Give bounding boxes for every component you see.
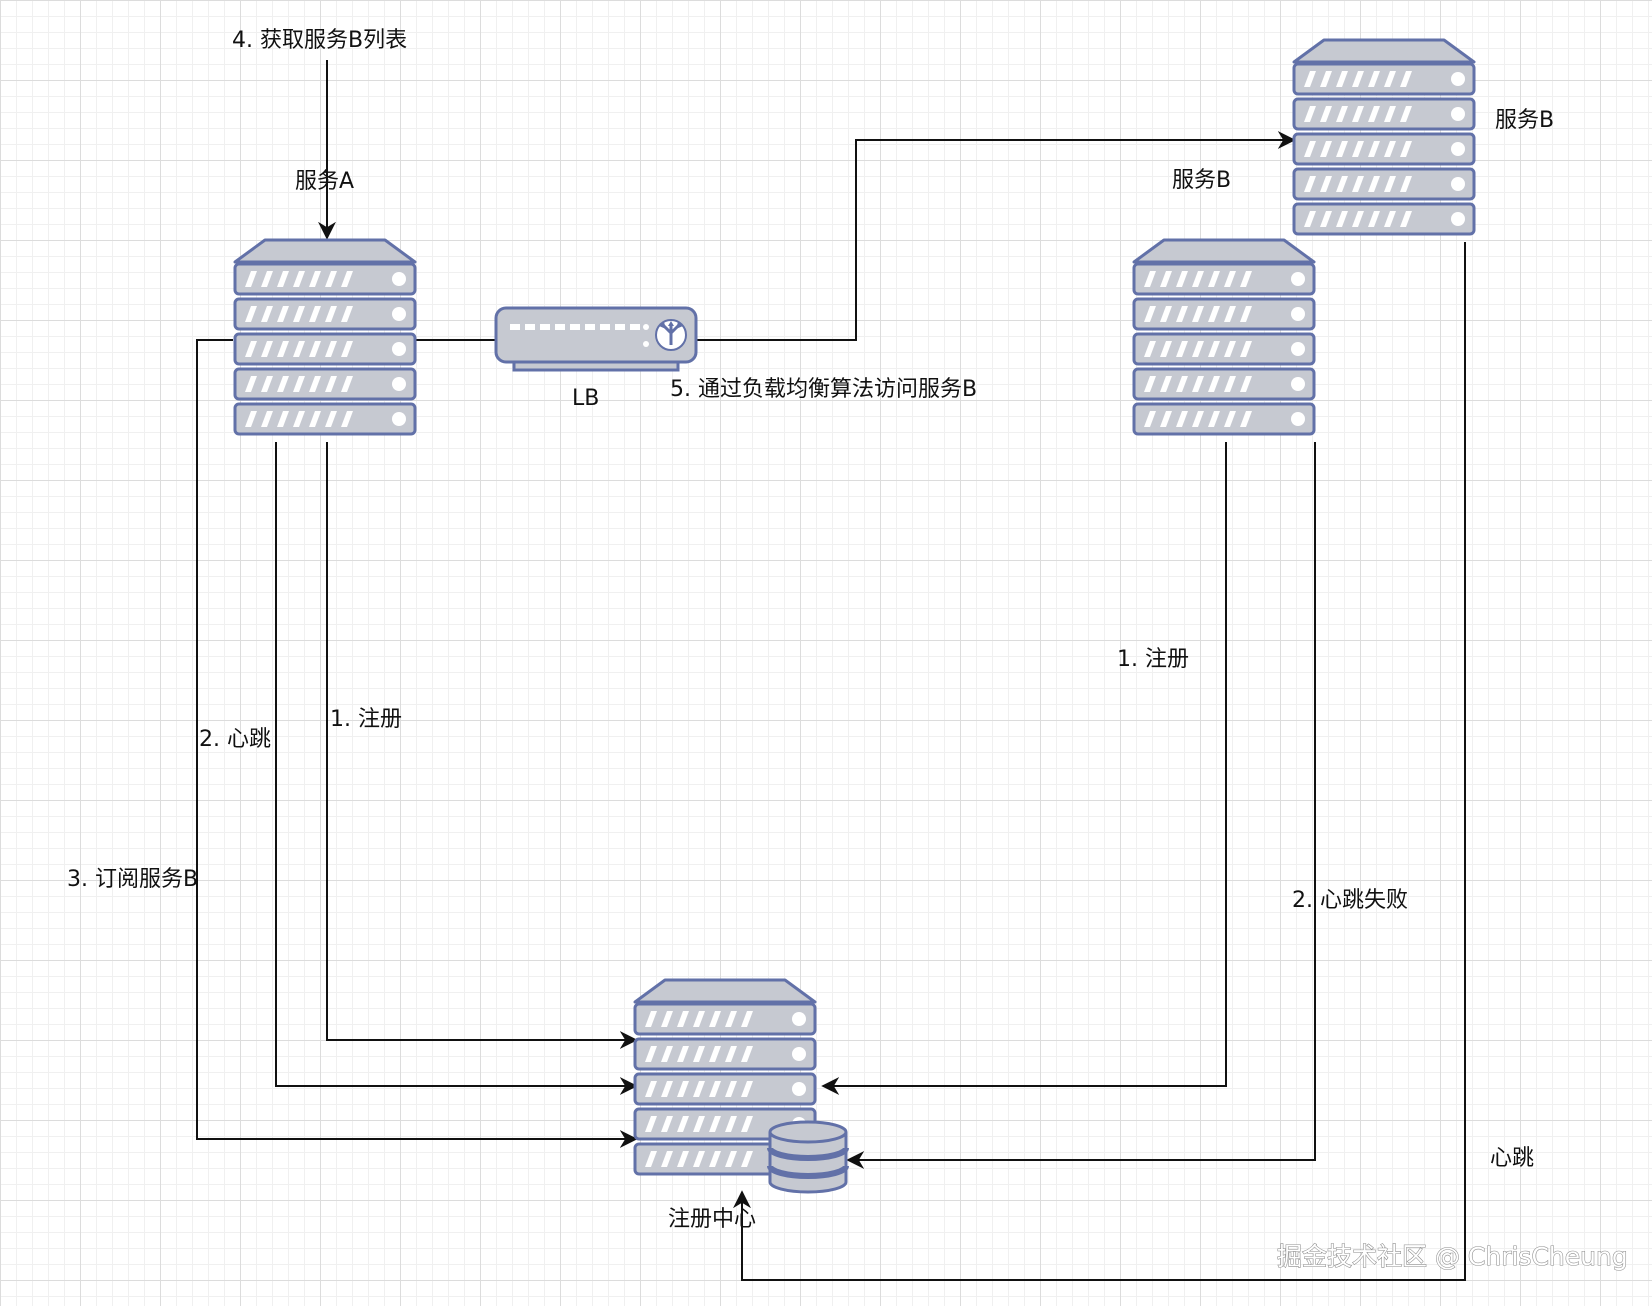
label-get-service-b-list: 4. 获取服务B列表: [232, 28, 407, 53]
server-unit: [1132, 402, 1316, 436]
server-unit: [233, 402, 417, 436]
lb-ports: [510, 324, 649, 347]
server-unit: [233, 332, 417, 366]
server-unit: [1292, 202, 1476, 236]
server-unit: [1292, 132, 1476, 166]
load-balancer-icon[interactable]: [494, 306, 698, 372]
server-unit: [1292, 167, 1476, 201]
server-unit: [233, 367, 417, 401]
server-unit: [1132, 297, 1316, 331]
label-lb-access: 5. 通过负载均衡算法访问服务B: [670, 377, 977, 402]
server-unit: [1132, 332, 1316, 366]
edge-a-subscribe: [196, 339, 638, 1148]
label-a-register: 1. 注册: [330, 707, 402, 732]
server-unit: [1132, 262, 1316, 296]
edge-lb-to-b: [696, 131, 1296, 341]
server-unit: [1132, 367, 1316, 401]
label-service-b-mid: 服务B: [1172, 168, 1231, 193]
label-lb: LB: [572, 386, 599, 411]
server-unit: [633, 1072, 817, 1106]
edge-b2-heartbeat: [733, 242, 1466, 1281]
edge-a-register: [326, 442, 638, 1049]
label-service-a: 服务A: [295, 169, 354, 194]
server-unit: [233, 297, 417, 331]
label-b-heartbeat-fail: 2. 心跳失败: [1292, 888, 1408, 913]
server-unit: [633, 1002, 817, 1036]
service-b-server-icon[interactable]: [1132, 238, 1316, 436]
server-unit: [1292, 62, 1476, 96]
label-a-subscribe: 3. 订阅服务B: [67, 867, 198, 892]
database-icon: [767, 1120, 849, 1194]
edge-a-heartbeat: [275, 442, 638, 1095]
connectors: [196, 60, 1466, 1281]
label-service-b-top: 服务B: [1495, 108, 1554, 133]
registry-server-icon[interactable]: [633, 978, 817, 1176]
label-b-register: 1. 注册: [1117, 647, 1189, 672]
server-unit: [633, 1037, 817, 1071]
edge-b-heartbeat-fail: [846, 442, 1316, 1169]
server-unit: [1292, 97, 1476, 131]
edge-b-register: [821, 442, 1227, 1095]
watermark-text: 掘金技术社区 @ ChrisCheung: [1277, 1242, 1628, 1271]
label-a-heartbeat: 2. 心跳: [199, 727, 271, 752]
service-a-server-icon[interactable]: [233, 238, 417, 436]
service-b-top-server-icon[interactable]: [1292, 38, 1476, 236]
server-unit: [233, 262, 417, 296]
label-b2-heartbeat: 心跳: [1490, 1146, 1534, 1171]
label-registry: 注册中心: [668, 1207, 756, 1232]
